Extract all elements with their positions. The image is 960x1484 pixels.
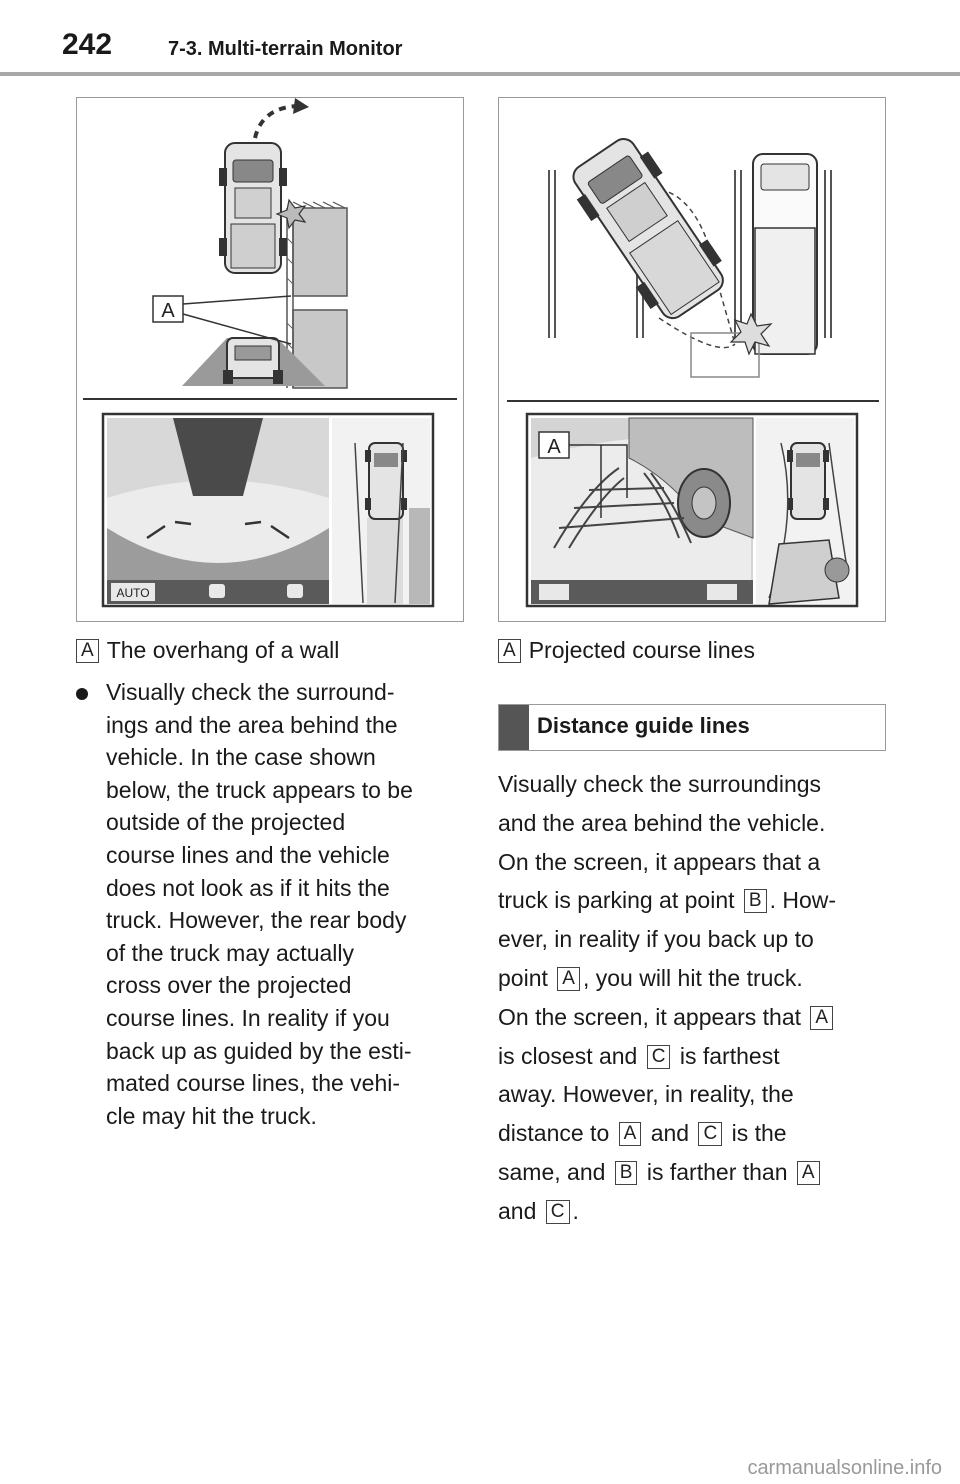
caption-wall-overhang: A The overhang of a wall <box>76 636 339 664</box>
point-marker: C <box>698 1122 723 1147</box>
bullet-line: vehicle. In the case shown <box>106 744 376 771</box>
point-marker: B <box>743 889 767 914</box>
caption-marker: A <box>498 639 521 663</box>
para-line: distance to A and C is the <box>498 1120 787 1147</box>
watermark: carmanualsonline.info <box>747 1457 942 1479</box>
wall-overhang-illustration: A AUTO <box>83 98 457 608</box>
header-rule <box>0 72 960 76</box>
bullet-line: back up as guided by the esti- <box>106 1037 412 1064</box>
bullet-line: course lines and the vehicle <box>106 841 390 868</box>
truck-rear-icon <box>223 337 283 384</box>
para-line: and C. <box>498 1197 579 1224</box>
para-line: is closest and C is farthest <box>498 1042 780 1069</box>
heading-bar <box>499 705 529 750</box>
bullet-paragraph: Visually check the surround- ings and th… <box>76 676 466 1132</box>
bullet-line: course lines. In reality if you <box>106 1004 390 1031</box>
figure-wall-overhang: A AUTO <box>76 97 464 622</box>
heading-text: Distance guide lines <box>537 713 750 738</box>
bullet-dot-icon <box>76 688 88 700</box>
point-marker: A <box>810 1005 834 1030</box>
point-marker: B <box>614 1160 638 1185</box>
para-line: away. However, in reality, the <box>498 1081 794 1108</box>
para-line: same, and B is farther than A <box>498 1153 898 1192</box>
figure-projected-course-lines: A <box>498 97 886 622</box>
point-marker: C <box>545 1199 570 1224</box>
bullet-line: outside of the projected <box>106 809 346 836</box>
bullet-line: mated course lines, the vehi- <box>106 1070 401 1097</box>
projected-course-lines-illustration: A <box>507 138 879 608</box>
bullet-line: cle may hit the truck. <box>106 1102 317 1129</box>
para-line: On the screen, it appears that a <box>498 848 821 875</box>
figure-left-callout: A <box>161 300 175 322</box>
screen-mode-label: AUTO <box>116 586 149 600</box>
point-marker: A <box>618 1122 642 1147</box>
para-line: ever, in reality if you back up to <box>498 926 814 953</box>
caption-projected-course-lines: A Projected course lines <box>498 636 755 664</box>
bullet-line: cross over the projected <box>106 972 352 999</box>
point-marker: A <box>796 1160 820 1185</box>
para-line: On the screen, it appears that A <box>498 998 898 1037</box>
para-line: and the area behind the vehicle. <box>498 809 826 836</box>
distance-guide-paragraph: Visually check the surroundings and the … <box>498 765 898 1231</box>
para-line: truck is parking at point B. How- <box>498 887 837 914</box>
section-title: 7-3. Multi-terrain Monitor <box>168 38 403 60</box>
page-number: 242 <box>62 28 113 61</box>
bullet-line: ings and the area behind the <box>106 711 398 738</box>
caption-text: Projected course lines <box>528 637 755 663</box>
para-line: Visually check the surroundings <box>498 771 822 797</box>
bullet-line: does not look as if it hits the <box>106 874 390 901</box>
bullet-line: of the truck may actually <box>106 939 354 966</box>
bullet-line: Visually check the surround- <box>106 679 395 705</box>
truck-top-icon <box>219 142 287 274</box>
point-marker: C <box>646 1044 671 1069</box>
caption-marker: A <box>76 639 99 663</box>
point-marker: A <box>557 966 580 991</box>
figure-right-callout: A <box>547 436 561 458</box>
bullet-line: below, the truck appears to be <box>106 776 413 803</box>
distance-guide-heading: Distance guide lines <box>498 704 886 751</box>
caption-text: The overhang of a wall <box>106 637 340 663</box>
bullet-line: truck. However, the rear body <box>106 907 407 934</box>
para-line: point A, you will hit the truck. <box>498 964 803 991</box>
